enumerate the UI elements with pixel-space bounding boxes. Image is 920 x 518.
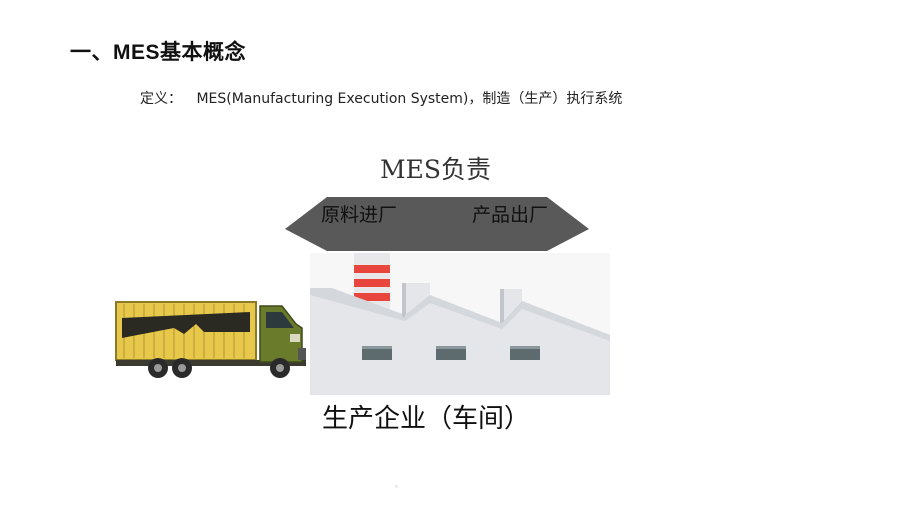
roof-shape — [285, 197, 589, 251]
decorative-dot — [395, 485, 398, 488]
page-title: 一、MES基本概念 — [70, 41, 247, 64]
raw-material-in-label: 原料进厂 — [321, 204, 398, 226]
truck-icon — [115, 301, 306, 378]
factory-icon — [310, 253, 610, 395]
production-enterprise-caption: 生产企业（车间） — [322, 404, 531, 434]
definition-text: MES(Manufacturing Execution System)，制造（生… — [196, 91, 623, 107]
product-out-label: 产品出厂 — [472, 204, 549, 226]
definition-label: 定义： — [140, 91, 182, 107]
mes-responsible-title: MES负责 — [380, 155, 491, 184]
definition-line: 定义： MES(Manufacturing Execution System)，… — [140, 88, 622, 108]
